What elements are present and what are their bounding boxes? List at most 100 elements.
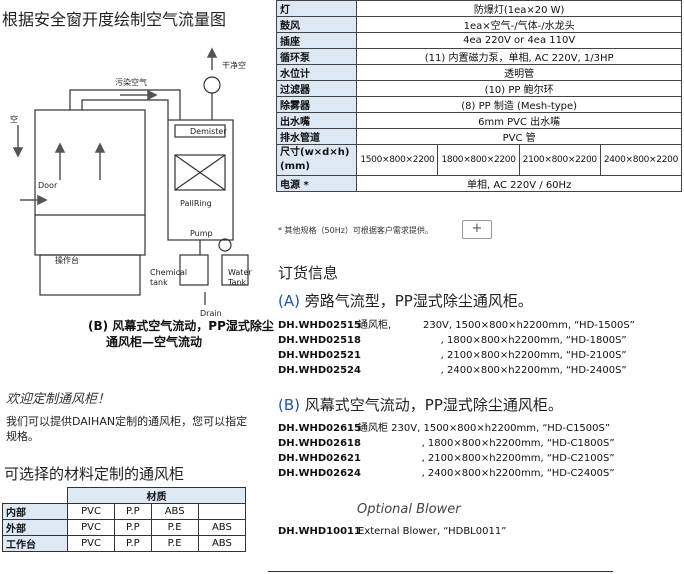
spec-value: PVC 管 [356, 128, 682, 145]
model-code: DH.WHD02615 [278, 423, 361, 434]
spec-row: 循环泵(11) 内置磁力泵，单相, AC 220V, 1/3HP [275, 48, 682, 65]
label-drain: Drain [200, 309, 222, 318]
table-cell: PVC [66, 535, 116, 552]
spec-label: 过滤器 [275, 80, 358, 97]
spec-label: 排水管道 [275, 128, 358, 145]
table-cell: ABS [197, 519, 247, 536]
size-label-line1: 尺寸(w×d×h) [280, 147, 350, 158]
model-desc: 通风柜 230V, 1500×800×h2200mm, “HD-C1500S” [358, 423, 611, 434]
optional-list: DH.WHD10011External Blower, “HDBL0011” [278, 524, 506, 539]
pump-circle [218, 238, 232, 252]
list-item: DH.WHD02615通风柜 230V, 1500×800×h2200mm, “… [278, 421, 615, 436]
power-value: 单相, AC 220V / 60Hz [356, 175, 682, 192]
spec-label: 出水嘴 [275, 112, 358, 129]
label-pallring: PallRing [180, 199, 212, 208]
spec-label: 插座 [275, 32, 358, 49]
model-desc: , 1800×800×h2200mm, “HD-C1800S” [358, 438, 615, 449]
spec-row: 水位计透明管 [275, 64, 682, 81]
label-clean-air: 干净空 [222, 60, 246, 70]
spec-note: * 其他规格（50Hz）可根据客户需求提供。 [278, 226, 433, 235]
size-cell: 1500×800×2200 [356, 144, 439, 176]
spec-value: (10) PP 鲍尔环 [356, 80, 682, 97]
spec-value: (8) PP 制造 (Mesh-type) [356, 96, 682, 113]
size-label-line2: (mm) [280, 161, 310, 172]
pallring-block [174, 154, 226, 191]
row-name: 内部 [2, 503, 68, 520]
power-label: 电源 * [275, 175, 358, 192]
materials-title: 可选择的材料定制的通风柜 [4, 465, 185, 483]
bottom-divider [268, 571, 613, 572]
table-cell [197, 503, 247, 520]
spec-value: (11) 内置磁力泵，单相, AC 220V, 1/3HP [356, 48, 682, 65]
model-desc: , 2400×800×h2200mm, “HD-C2400S” [358, 468, 615, 479]
model-desc: 通风柜, 230V, 1500×800×h2200mm, “HD-1500S” [358, 320, 635, 331]
materials-table: 材质 内部 PVC P.P ABS 外部 PVC P.P P.E ABS 工作台… [2, 487, 247, 552]
spec-row: 灯防爆灯(1ea×20 W) [275, 0, 682, 17]
list-item: DH.WHD02624 , 2400×800×h2200mm, “HD-C240… [278, 466, 615, 481]
optional-title: Optional Blower [357, 502, 461, 517]
model-code: DH.WHD02624 [278, 468, 361, 479]
size-cell: 2100×800×2200 [518, 144, 601, 176]
welcome-heading: 欢迎定制通风柜！ [6, 392, 111, 407]
model-code: DH.WHD02515 [278, 320, 361, 331]
model-code: DH.WHD02618 [278, 438, 361, 449]
table-row: 内部 PVC P.P ABS [2, 503, 247, 520]
spec-label: 灯 [275, 0, 358, 17]
spec-label: 水位计 [275, 64, 358, 81]
add-button[interactable]: + [462, 220, 492, 239]
table-cell: PVC [66, 519, 116, 536]
list-item: DH.WHD02515通风柜, 230V, 1500×800×h2200mm, … [278, 318, 635, 333]
size-row: 尺寸(w×d×h) (mm) 1500×800×2200 1800×800×22… [275, 144, 683, 176]
label-polluted-air: 污染空气 [115, 77, 147, 87]
label-demister: Demister [190, 127, 227, 136]
row-name: 工作台 [2, 535, 68, 552]
list-item: DH.WHD02521 , 2100×800×h2200mm, “HD-2100… [278, 348, 635, 363]
section-a-list: DH.WHD02515通风柜, 230V, 1500×800×h2200mm, … [278, 318, 635, 378]
diagram-caption-line2: 通风柜—空气流动 [106, 335, 203, 349]
demister-block [174, 124, 226, 138]
spec-value: 6mm PVC 出水嘴 [356, 112, 682, 129]
label-work-table: 操作台 [55, 255, 79, 265]
spec-value: 4ea 220V or 4ea 110V [356, 32, 682, 49]
chemical-tank [179, 254, 209, 286]
section-a-text: 旁路气流型，PP湿式除尘通风柜。 [304, 292, 533, 310]
model-desc: , 1800×800×h2200mm, “HD-1800S” [358, 335, 627, 346]
list-item: DH.WHD02518 , 1800×800×h2200mm, “HD-1800… [278, 333, 635, 348]
table-cell: P.P [114, 519, 152, 536]
diagram-caption-line1: (B) 风幕式空气流动，PP湿式除尘 [88, 319, 274, 333]
model-desc: External Blower, “HDBL0011” [358, 526, 507, 537]
model-desc: , 2100×800×h2200mm, “HD-2100S” [358, 350, 627, 361]
spec-value: 1ea×空气-/气体-/水龙头 [356, 16, 682, 33]
spec-row: 除雾器(8) PP 制造 (Mesh-type) [275, 96, 682, 113]
duct [69, 89, 181, 120]
model-code: DH.WHD02524 [278, 365, 361, 376]
row-name: 外部 [2, 519, 68, 536]
table-cell: P.E [150, 535, 199, 552]
diagram-title: 根据安全窗开度绘制空气流量图 [2, 10, 227, 29]
list-item: DH.WHD10011External Blower, “HDBL0011” [278, 524, 506, 539]
water-tank [221, 254, 249, 286]
size-cell: 1800×800×2200 [437, 144, 520, 176]
section-b-list: DH.WHD02615通风柜 230V, 1500×800×h2200mm, “… [278, 421, 615, 481]
section-b-label: (B) [278, 396, 300, 414]
spec-value: 透明管 [356, 64, 682, 81]
scrubber-body [167, 119, 234, 241]
blower-circle [203, 76, 221, 94]
airflow-diagram: 空 污染空气 干净空 Demister Door PallRing 操作台 Pu… [10, 47, 252, 318]
section-b-title: (B) 风幕式空气流动，PP湿式除尘通风柜。 [278, 394, 563, 415]
table-cell: ABS [150, 503, 199, 520]
order-title: 订货信息 [278, 264, 339, 282]
model-code: DH.WHD02521 [278, 350, 361, 361]
list-item: DH.WHD02524 , 2400×800×h2200mm, “HD-2400… [278, 363, 635, 378]
label-door: Door [38, 181, 58, 190]
table-row: 工作台 PVC P.P P.E ABS [2, 535, 247, 552]
table-cell: P.P [114, 535, 152, 552]
size-cell: 2400×800×2200 [599, 144, 683, 176]
spec-value: 防爆灯(1ea×20 W) [356, 0, 682, 17]
